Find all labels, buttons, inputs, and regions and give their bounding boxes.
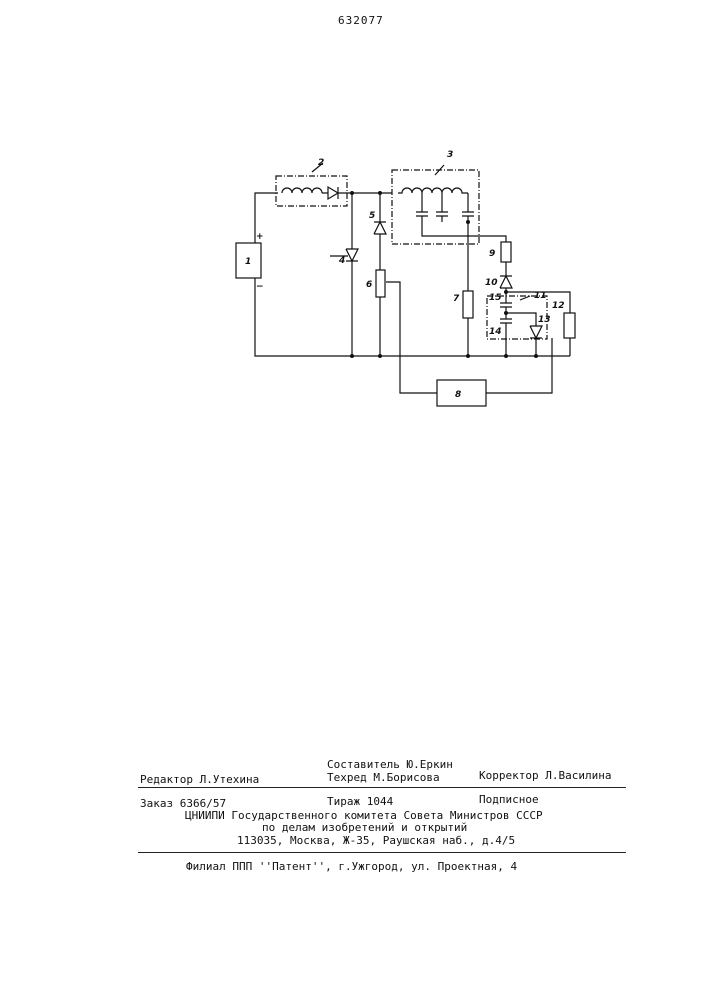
composer-line: Составитель Ю.Еркин <box>327 758 453 771</box>
label-8: 8 <box>455 390 461 400</box>
wire-8-to-13 <box>486 338 552 393</box>
wire-ground-bus <box>255 278 570 356</box>
corrector-line: Корректор Л.Василина <box>479 769 611 782</box>
circuit-schematic: 1 + − 2 4 5 6 3 7 9 10 12 11 15 14 13 <box>0 0 707 420</box>
label-12: 12 <box>552 301 565 311</box>
inductor-2 <box>282 188 322 193</box>
branch-line: Филиал ППП ''Патент'', г.Ужгород, ул. Пр… <box>186 860 517 873</box>
diode-5 <box>374 193 386 270</box>
label-3: 3 <box>447 150 453 160</box>
label-11: 11 <box>534 291 547 301</box>
resistor-7 <box>463 291 473 318</box>
resistor-6 <box>376 270 385 297</box>
resistor-12 <box>564 313 575 338</box>
capacitor-3b <box>436 193 448 222</box>
wire-3-out <box>422 222 506 242</box>
block-3-enclosure <box>392 170 479 244</box>
control-block-8 <box>437 380 486 406</box>
diode-2 <box>322 187 345 199</box>
inductor-chain-3 <box>398 188 468 193</box>
label-6: 6 <box>366 280 372 290</box>
capacitors-14-15 <box>500 301 512 356</box>
resistor-9 <box>501 242 511 262</box>
lower-rule <box>138 852 626 853</box>
label-15: 15 <box>489 293 502 303</box>
plus-sign: + <box>256 232 264 242</box>
committee-line: по делам изобретений и открытий <box>262 821 467 834</box>
label-1: 1 <box>245 257 251 267</box>
label-5: 5 <box>369 211 375 221</box>
label-4: 4 <box>338 256 345 266</box>
label-2: 2 <box>318 158 324 168</box>
minus-sign: − <box>256 282 264 292</box>
label-7: 7 <box>453 294 460 304</box>
subscription-line: Подписное <box>479 793 539 806</box>
label-14: 14 <box>489 327 502 337</box>
diode-10 <box>500 262 512 301</box>
thyristor-4 <box>346 193 358 356</box>
circulation-line: Тираж 1044 <box>327 795 393 808</box>
label-9: 9 <box>489 249 495 259</box>
capacitor-3a <box>416 193 428 222</box>
wire-6-to-8 <box>386 282 437 393</box>
techred-line: Техред М.Борисова <box>327 771 440 784</box>
label-13: 13 <box>538 315 551 325</box>
upper-rule <box>138 787 626 788</box>
capacitor-3c <box>462 193 474 222</box>
address-line: 113035, Москва, Ж-35, Раушская наб., д.4… <box>237 834 515 847</box>
editor-line: Редактор Л.Утехина <box>140 773 259 786</box>
label-10: 10 <box>485 278 498 288</box>
